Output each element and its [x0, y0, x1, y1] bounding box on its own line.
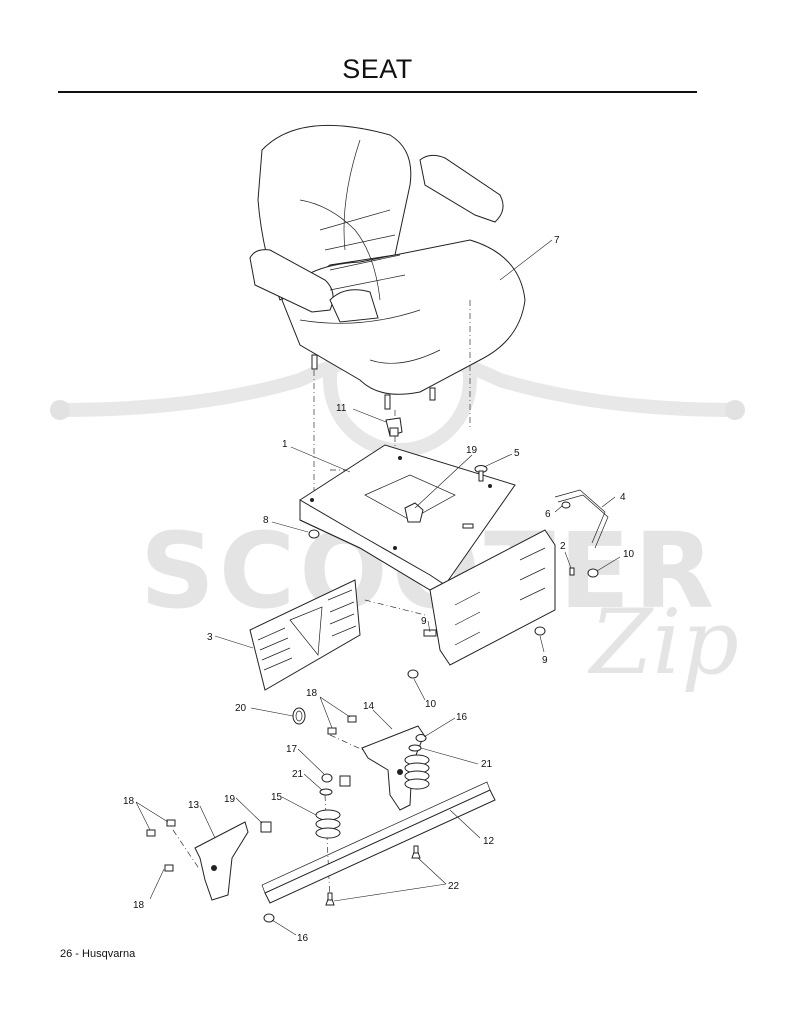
callout-19-lower: 19	[224, 794, 236, 805]
spring-right	[404, 754, 430, 790]
alignment-line	[172, 829, 201, 871]
leader-lines	[135, 239, 621, 936]
callout-11: 11	[336, 403, 347, 414]
nut-part-17	[321, 773, 333, 783]
callout-18-upper: 18	[306, 688, 318, 699]
clip-part-19-middle	[339, 775, 351, 787]
nut-part-16-lower	[263, 913, 275, 923]
page-title: SEAT	[342, 54, 413, 84]
callout-13: 13	[188, 800, 200, 811]
alignment-line	[364, 599, 426, 616]
washer-part-21-lower	[319, 788, 333, 796]
callout-16-upper: 16	[456, 712, 468, 723]
latch-part-19	[404, 502, 424, 523]
callout-labels: 7 11 1 19 5 8 4 6 2 10 3 9 9 10 20 18 14…	[123, 235, 635, 944]
bolt-part-22	[325, 845, 421, 906]
bolt-part-9-left	[423, 629, 437, 637]
callout-18-left: 18	[123, 796, 135, 807]
page-footer: 26 - Husqvarna	[60, 948, 136, 960]
clip-part-19-lower	[260, 821, 272, 833]
callout-16-lower: 16	[297, 933, 309, 944]
callout-9-right: 9	[542, 655, 548, 666]
nut-part-10-lower	[407, 669, 419, 679]
callout-10-lower: 10	[425, 699, 437, 710]
spring-part-15	[315, 809, 341, 839]
clip-part-6	[561, 501, 571, 509]
rod-part-4	[554, 489, 609, 549]
bracket-part-13	[194, 821, 249, 901]
nut-part-16-upper	[415, 734, 427, 742]
pin-part-2	[569, 567, 575, 576]
callout-10-upper: 10	[623, 549, 635, 560]
nut-part-8	[308, 529, 320, 539]
callout-21-upper: 21	[481, 759, 493, 770]
callout-19: 19	[466, 445, 478, 456]
callout-17: 17	[286, 744, 298, 755]
callout-8: 8	[263, 515, 269, 526]
nut-part-10-upper	[587, 568, 599, 578]
callout-5: 5	[514, 448, 520, 459]
seat-bracket-part-11	[385, 417, 403, 437]
seat-part-7	[249, 124, 526, 410]
callout-6: 6	[545, 509, 551, 520]
callout-21-lower: 21	[292, 769, 304, 780]
knob-part-5	[474, 465, 488, 482]
rail-part-12	[261, 781, 496, 904]
callout-22: 22	[448, 881, 460, 892]
bolt-part-18-upper	[327, 715, 357, 735]
callout-12: 12	[483, 836, 495, 847]
washer-part-21-upper	[408, 744, 422, 752]
callout-20: 20	[235, 703, 247, 714]
knob-part-20	[292, 707, 306, 725]
vented-panel-part-3	[249, 579, 361, 691]
callout-14: 14	[363, 701, 375, 712]
bolt-part-18-left	[146, 819, 176, 872]
bracket-part-14	[361, 725, 425, 811]
callout-18-lower: 18	[133, 900, 145, 911]
callout-4: 4	[620, 492, 626, 503]
callout-15: 15	[271, 792, 283, 803]
nut-part-9-right	[534, 626, 546, 636]
title-divider	[58, 91, 697, 93]
callout-3: 3	[207, 632, 213, 643]
callout-1: 1	[282, 439, 288, 450]
callout-7: 7	[554, 235, 560, 246]
side-panel	[429, 529, 556, 666]
callout-9-left: 9	[421, 616, 427, 627]
callout-2: 2	[560, 541, 566, 552]
